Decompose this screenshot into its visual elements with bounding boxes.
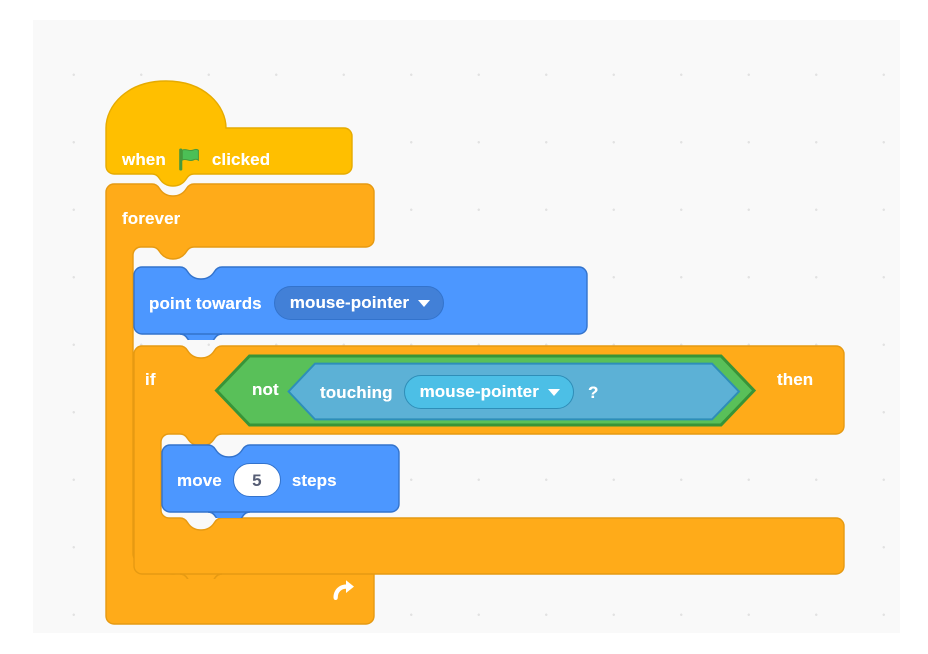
touching-label: touching bbox=[320, 382, 393, 402]
hat-block-shape bbox=[105, 80, 353, 187]
clicked-label: clicked bbox=[211, 150, 271, 169]
not-label: not bbox=[252, 380, 279, 399]
point-towards-dropdown-value: mouse-pointer bbox=[289, 293, 410, 312]
block-move-steps[interactable]: move 5 steps bbox=[161, 444, 400, 518]
touching-content: touching mouse-pointer ? bbox=[320, 375, 598, 409]
chevron-down-icon bbox=[418, 299, 431, 307]
chevron-down-icon bbox=[547, 388, 560, 396]
point-towards-dropdown[interactable]: mouse-pointer bbox=[273, 286, 445, 320]
point-towards-content: point towards mouse-pointer bbox=[149, 286, 445, 320]
block-not-operator[interactable]: not touching mouse-pointer ? bbox=[214, 354, 757, 427]
block-when-green-flag-clicked[interactable]: when clicked bbox=[105, 72, 353, 187]
green-flag-icon bbox=[179, 148, 199, 171]
touching-dropdown[interactable]: mouse-pointer bbox=[403, 375, 574, 409]
loop-arrow-icon bbox=[333, 580, 354, 600]
move-steps-input[interactable]: 5 bbox=[232, 463, 281, 497]
touching-dropdown-value: mouse-pointer bbox=[419, 382, 539, 401]
block-touching[interactable]: touching mouse-pointer ? bbox=[287, 362, 741, 421]
move-label: move bbox=[177, 470, 222, 490]
then-label: then bbox=[777, 370, 814, 389]
move-block-content: move 5 steps bbox=[177, 463, 337, 497]
steps-label: steps bbox=[291, 470, 337, 490]
blocks-workspace[interactable]: when clicked forever point towards bbox=[33, 20, 900, 633]
forever-label: forever bbox=[122, 209, 181, 228]
if-label: if bbox=[145, 370, 156, 389]
when-label: when bbox=[122, 150, 166, 169]
point-towards-label: point towards bbox=[149, 293, 262, 313]
touching-question-mark: ? bbox=[587, 382, 599, 402]
block-point-towards[interactable]: point towards mouse-pointer bbox=[133, 266, 588, 340]
hat-block-content: when clicked bbox=[122, 147, 270, 172]
block-if-then[interactable]: if then not touching mouse-pointer ? bbox=[133, 345, 845, 579]
